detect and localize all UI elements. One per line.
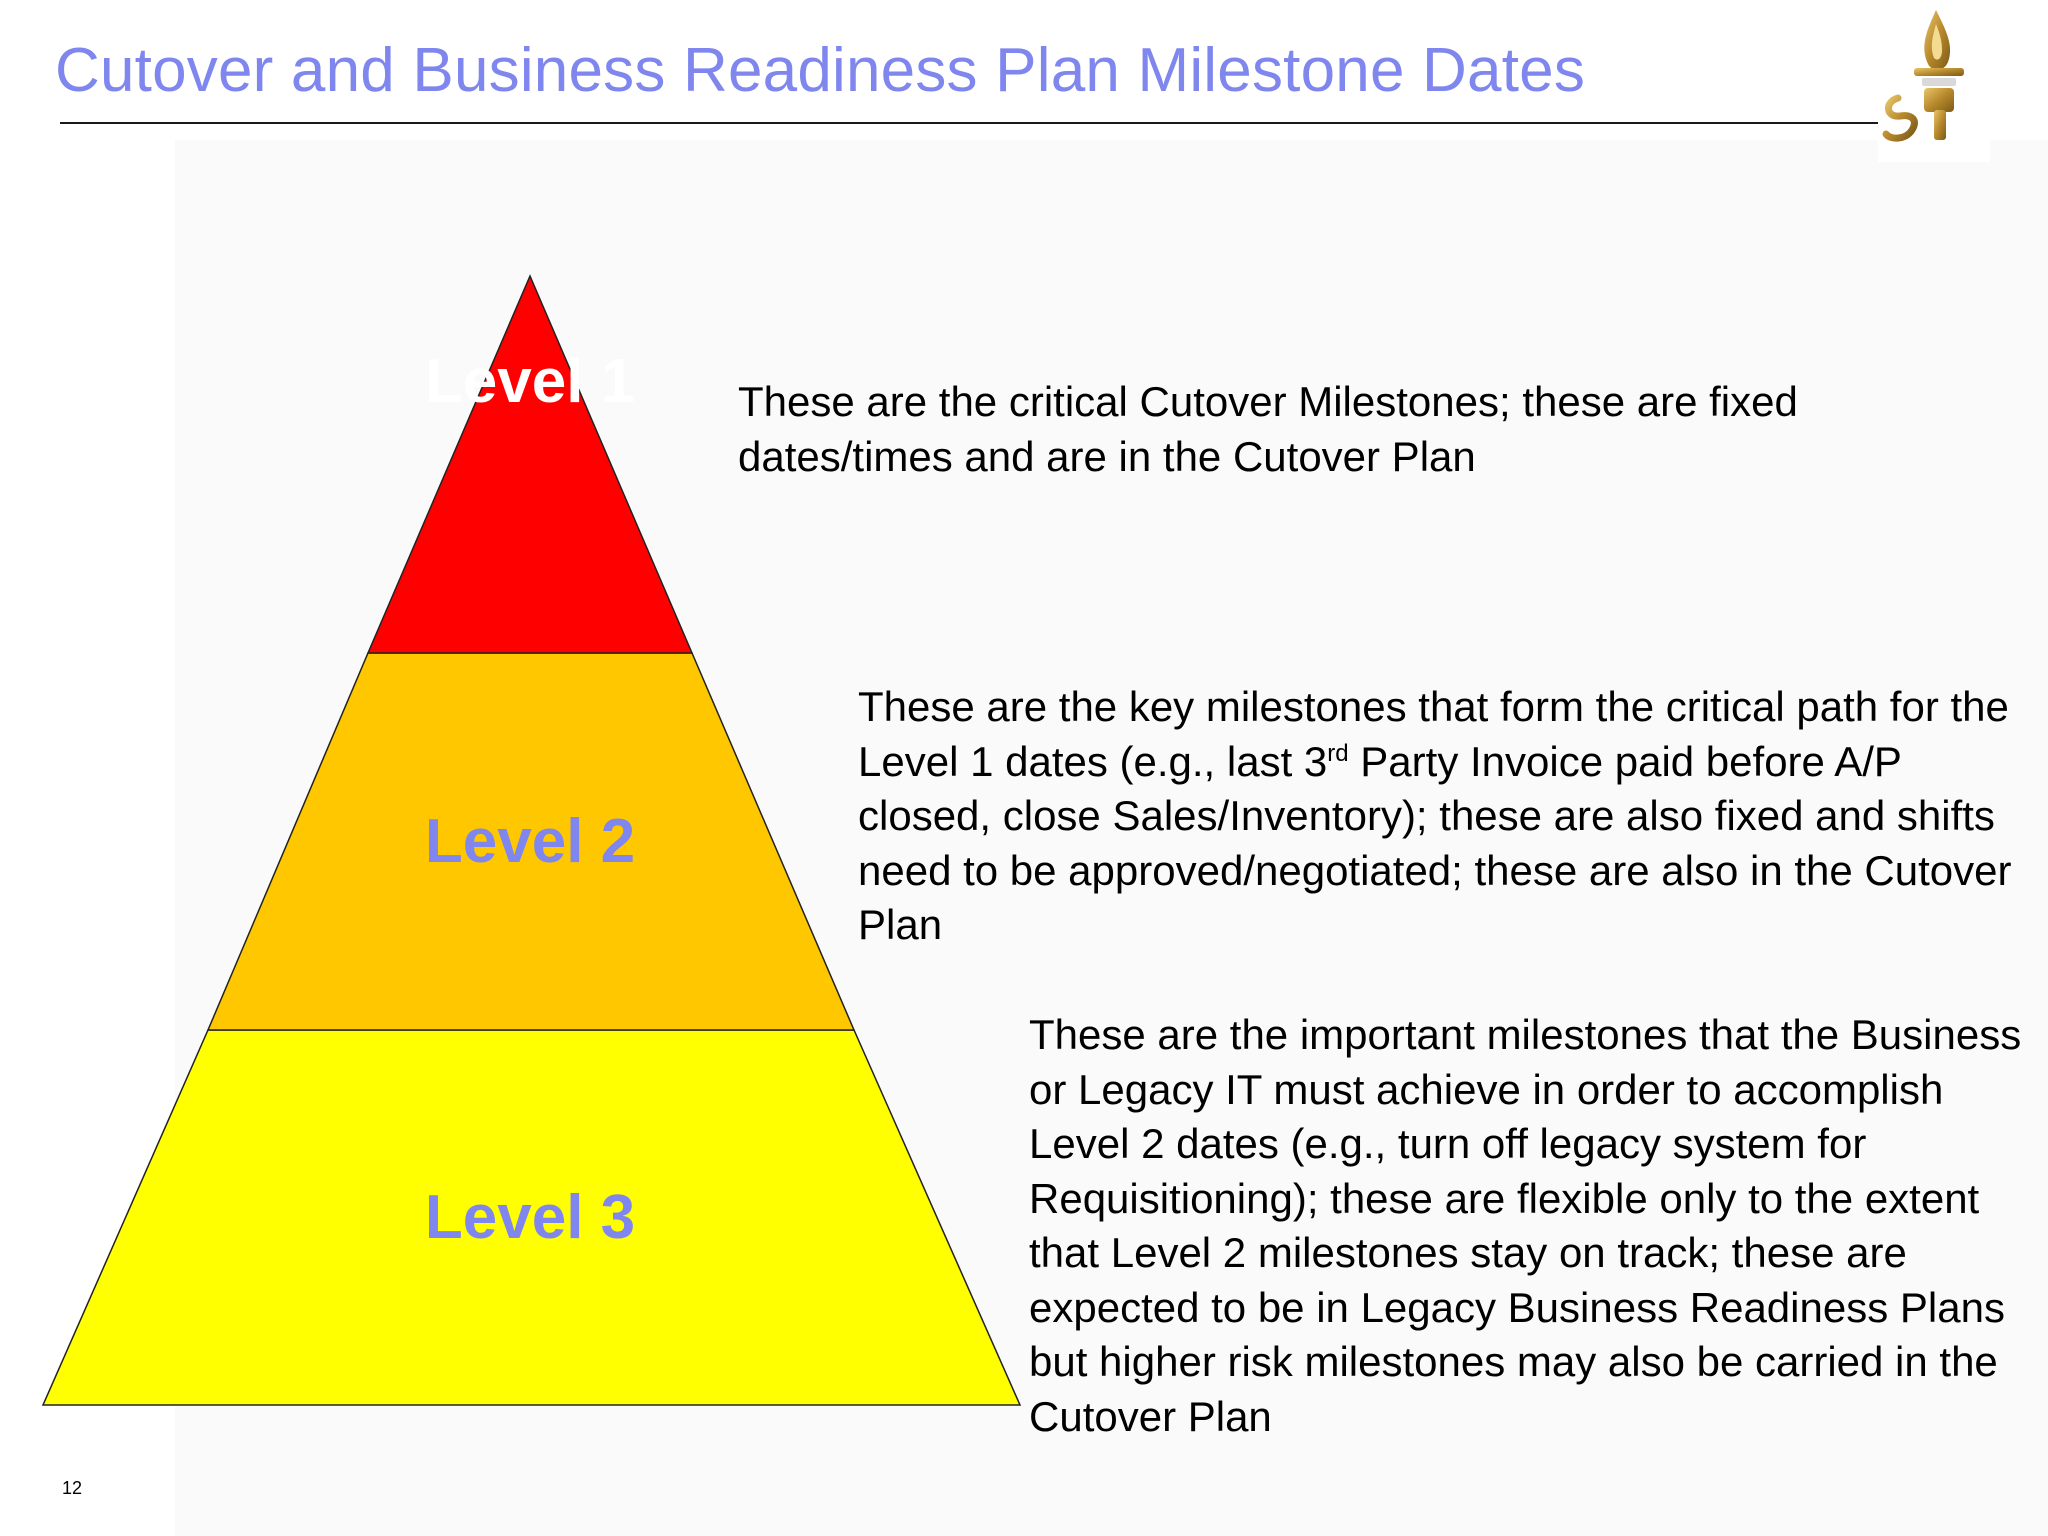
level-3-description: These are the important milestones that … [1029, 1011, 2022, 1440]
torch-logo-icon [1878, 2, 1990, 162]
pyramid-diagram [41, 274, 1022, 1406]
ordinal-superscript: rd [1327, 739, 1349, 767]
level-2-description: These are the key milestones that form t… [858, 680, 2028, 953]
level-2-label: Level 2 [424, 807, 636, 876]
level-1-label: Level 1 [424, 347, 636, 416]
page-number: 12 [62, 1478, 83, 1498]
title-divider [60, 122, 1990, 124]
slide-title: Cutover and Business Readiness Plan Mile… [55, 36, 1586, 105]
pyramid-level-1 [366, 274, 694, 654]
level-2-description-part2: Party Invoice paid before A/P closed, cl… [858, 737, 2012, 949]
level-2-description-part1: These are the key milestones that form t… [858, 683, 2009, 785]
level-3-label: Level 3 [424, 1183, 636, 1252]
level-1-description: These are the critical Cutover Milestone… [738, 378, 1798, 480]
